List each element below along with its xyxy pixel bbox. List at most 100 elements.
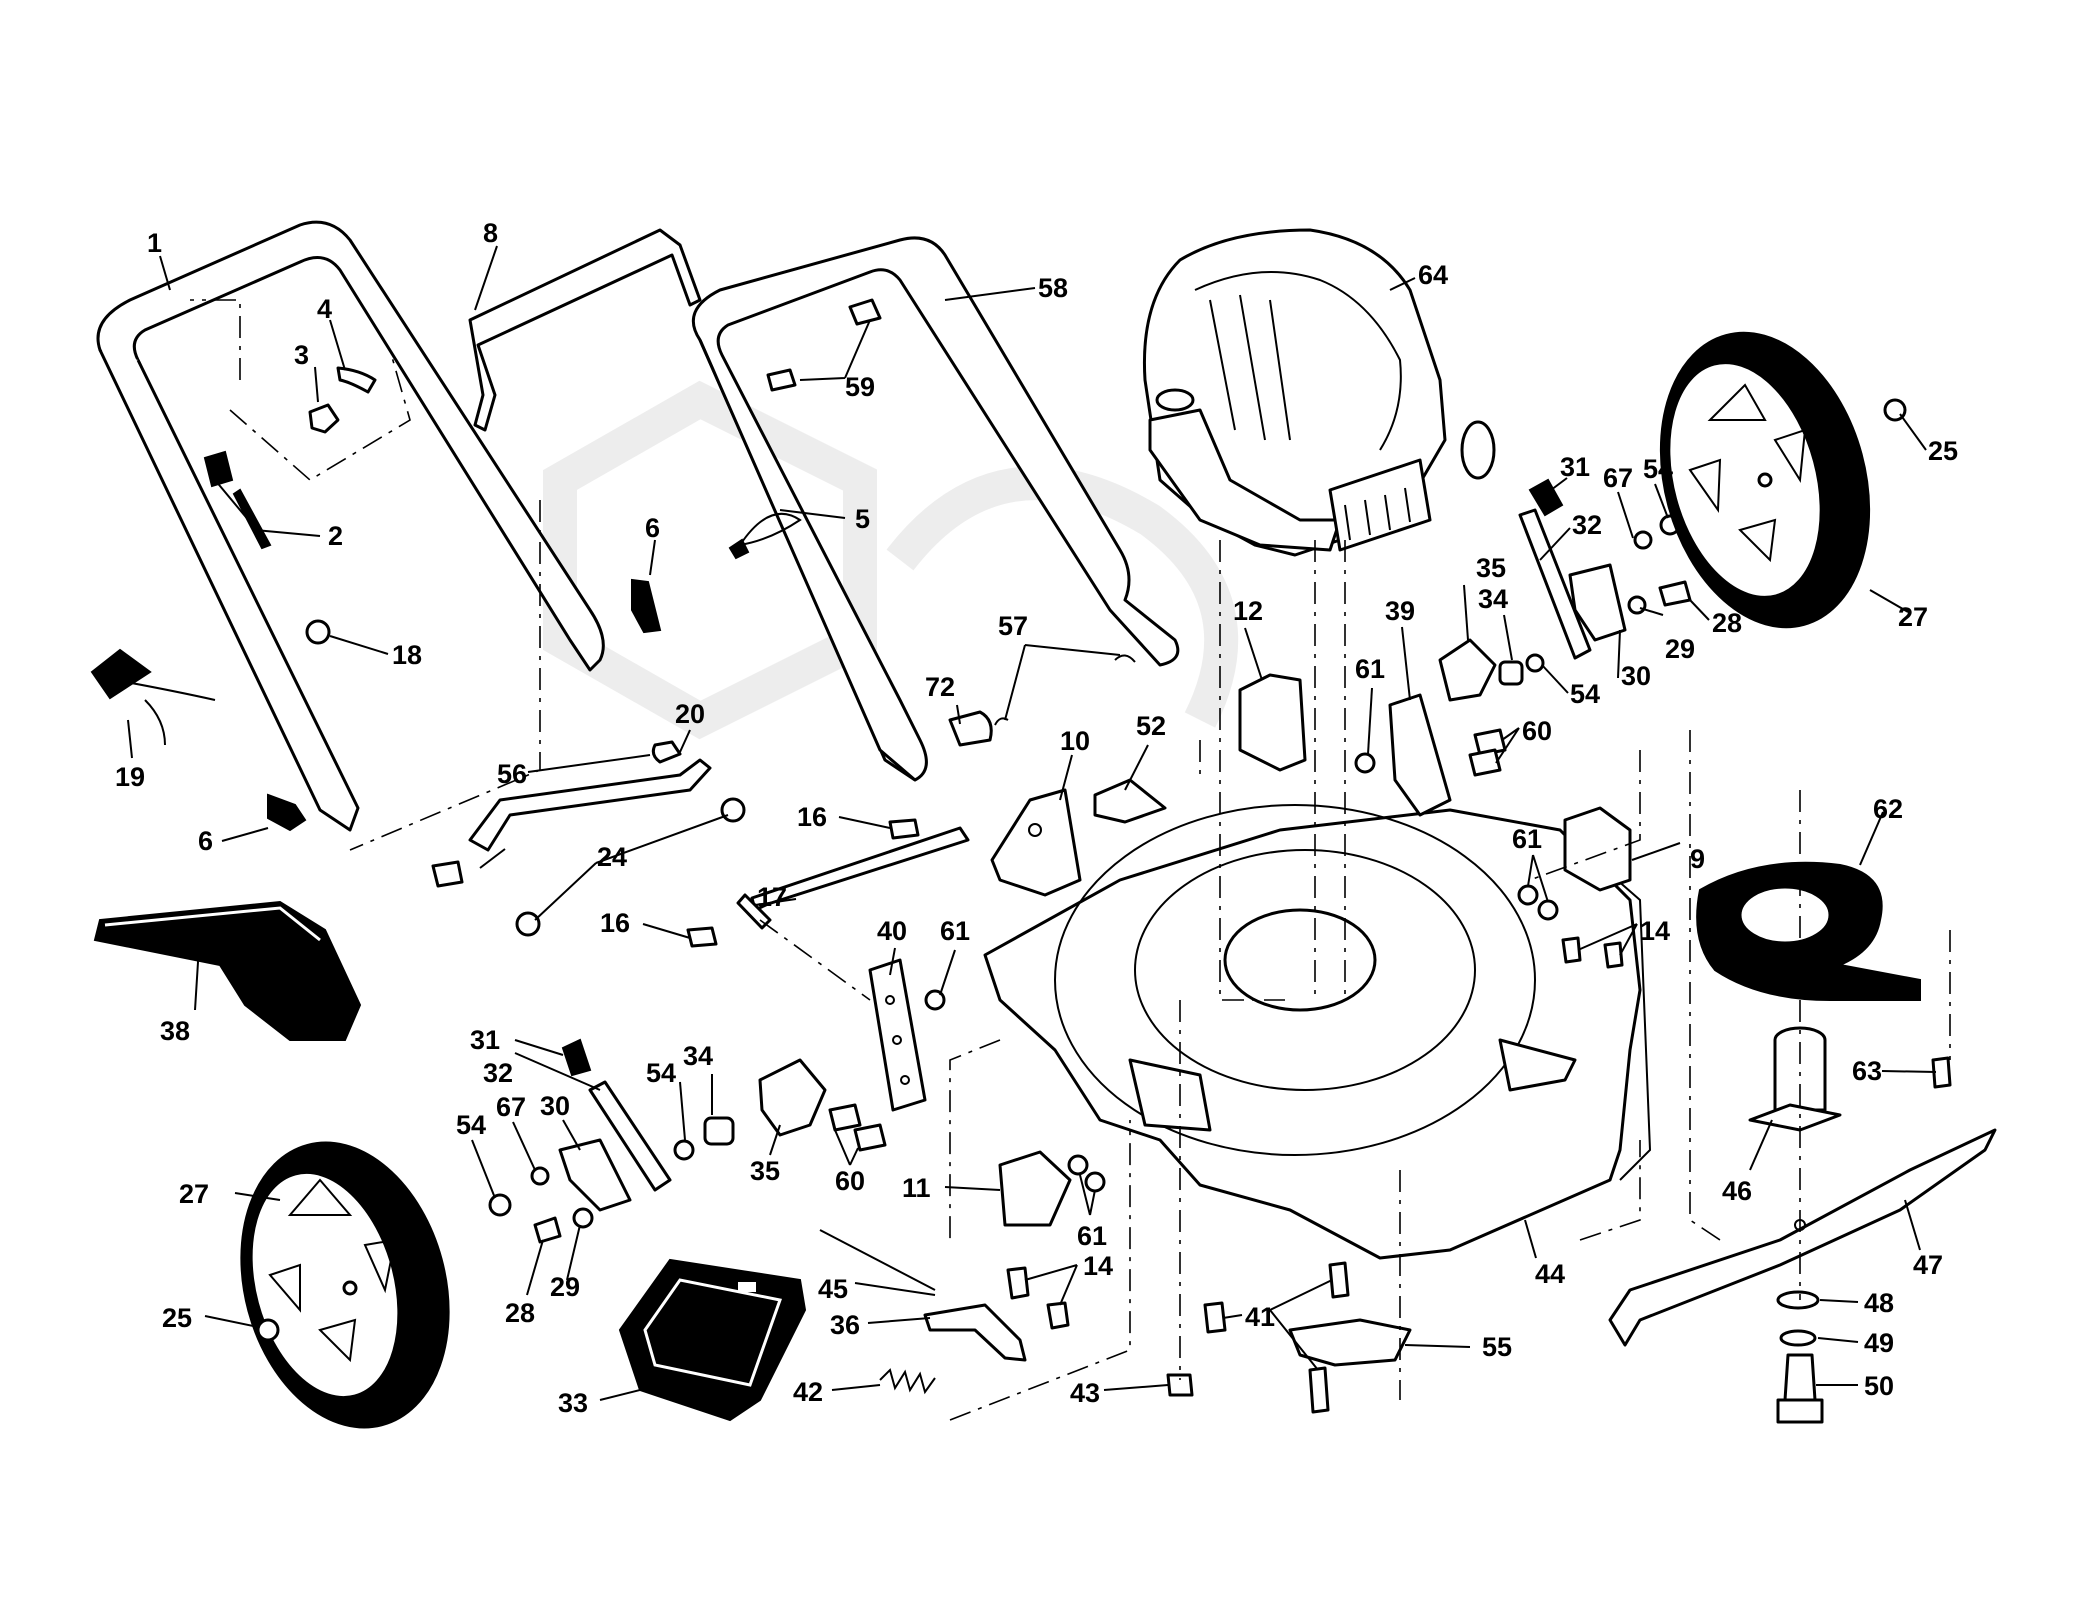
part-number-20: 20 [675, 699, 705, 729]
part-number-63: 63 [1852, 1056, 1882, 1086]
part-number-30-right: 30 [1621, 661, 1651, 691]
bracket-40 [868, 958, 927, 1112]
part-number-6-lower: 6 [198, 826, 213, 856]
part-number-5: 5 [855, 504, 870, 534]
engine-64 [1142, 228, 1496, 557]
nut-61-right [1354, 752, 1376, 774]
part-number-25-left: 25 [162, 1303, 192, 1333]
part-number-11: 11 [902, 1173, 931, 1203]
washers-48-49 [1776, 1290, 1820, 1347]
part-number-41: 41 [1245, 1302, 1275, 1332]
rear-flap-38 [93, 900, 362, 1041]
part-number-54-right-top: 54 [1643, 454, 1673, 484]
part-number-27-right: 27 [1898, 602, 1928, 632]
bracket-10 [990, 788, 1082, 897]
right-wheel-27 [1659, 331, 1871, 629]
part-number-62: 62 [1873, 794, 1903, 824]
blade-adapter-62 [1696, 861, 1921, 1001]
part-number-46: 46 [1722, 1176, 1752, 1206]
adapter-46 [1748, 1026, 1842, 1132]
part-number-8: 8 [483, 218, 498, 248]
part-number-labels: 1 8 4 3 2 58 59 5 6 18 19 6 20 56 24 57 … [115, 218, 1958, 1418]
part-number-24: 24 [597, 842, 627, 872]
part-number-35-right: 35 [1476, 553, 1506, 583]
blade-47 [1608, 1128, 1997, 1347]
bolt-50 [1776, 1353, 1824, 1424]
assembly-lines [190, 299, 1951, 1421]
nuts-24 [515, 797, 746, 937]
part-number-28-left: 28 [505, 1298, 535, 1328]
nut-18 [305, 619, 331, 645]
bolt-63 [1931, 1056, 1952, 1089]
adjuster-plate-35-right [1438, 638, 1497, 702]
part-number-12: 12 [1233, 596, 1263, 626]
part-number-61-right-rear: 61 [1512, 824, 1542, 854]
part-number-28-right: 28 [1712, 608, 1742, 638]
bolts-14-front [1006, 1266, 1070, 1330]
leader-lines [127, 245, 1937, 1401]
height-lever-32-left [561, 1038, 672, 1192]
part-number-10: 10 [1060, 726, 1090, 756]
part-number-49: 49 [1864, 1328, 1894, 1358]
bolts-56 [431, 860, 464, 888]
part-number-42: 42 [793, 1377, 823, 1407]
nut-25-left [256, 1318, 280, 1342]
axle-17 [736, 826, 970, 930]
part-number-29-left: 29 [550, 1272, 580, 1302]
part-number-48: 48 [1864, 1288, 1894, 1318]
washers-left [488, 1139, 695, 1229]
nut-43 [1166, 1373, 1194, 1397]
left-wheel-27 [240, 1141, 450, 1429]
part-number-30-left: 30 [540, 1091, 570, 1121]
part-number-19: 19 [115, 762, 145, 792]
part-number-34-left: 34 [683, 1041, 713, 1071]
bracket-11 [998, 1150, 1072, 1227]
nut-61-left [924, 989, 946, 1011]
height-lever-32-right [1518, 478, 1592, 660]
part-number-52: 52 [1136, 711, 1166, 741]
part-number-14-front: 14 [1083, 1251, 1113, 1281]
part-number-39: 39 [1385, 596, 1415, 626]
part-number-72: 72 [925, 672, 955, 702]
clamp-72 [948, 710, 993, 747]
mower-deck-44 [983, 804, 1652, 1260]
part-number-4: 4 [317, 294, 332, 324]
part-number-35-left: 35 [750, 1156, 780, 1186]
bracket-39 [1388, 693, 1452, 817]
bracket-36 [923, 1303, 1027, 1362]
cable-tie-5 [728, 512, 802, 560]
part-number-60-left: 60 [835, 1166, 865, 1196]
part-number-16-lower: 16 [600, 908, 630, 938]
part-number-54-left: 54 [456, 1110, 486, 1140]
bracket-12 [1238, 673, 1307, 772]
part-number-61-right: 61 [1355, 654, 1385, 684]
part-number-14-right: 14 [1640, 916, 1670, 946]
part-number-6-upper: 6 [645, 513, 660, 543]
knob-6-upper [631, 578, 662, 634]
part-number-40: 40 [877, 916, 907, 946]
part-number-60-right: 60 [1522, 716, 1552, 746]
cable-bracket-2 [203, 450, 272, 550]
front-flap-33 [618, 1258, 807, 1422]
control-knob-19 [90, 648, 216, 746]
spacer-34-left [703, 1116, 735, 1146]
bolts-59 [766, 298, 882, 392]
part-number-31-right: 31 [1560, 452, 1590, 482]
bolts-60-left [828, 1103, 887, 1152]
spacer-34-right [1498, 660, 1524, 686]
bracket-30-left [558, 1138, 632, 1212]
part-number-9: 9 [1690, 844, 1705, 874]
part-number-58: 58 [1038, 273, 1068, 303]
part-number-67-right: 67 [1603, 463, 1633, 493]
part-number-44: 44 [1535, 1259, 1565, 1289]
deflector-52 [1093, 778, 1167, 824]
part-number-38: 38 [160, 1016, 190, 1046]
part-number-1: 1 [147, 228, 162, 258]
part-number-45: 45 [818, 1274, 848, 1304]
part-number-61-front: 61 [1077, 1221, 1107, 1251]
part-number-67-left: 67 [496, 1092, 526, 1122]
part-number-50: 50 [1864, 1371, 1894, 1401]
part-number-18: 18 [392, 640, 422, 670]
part-number-55: 55 [1482, 1332, 1512, 1362]
